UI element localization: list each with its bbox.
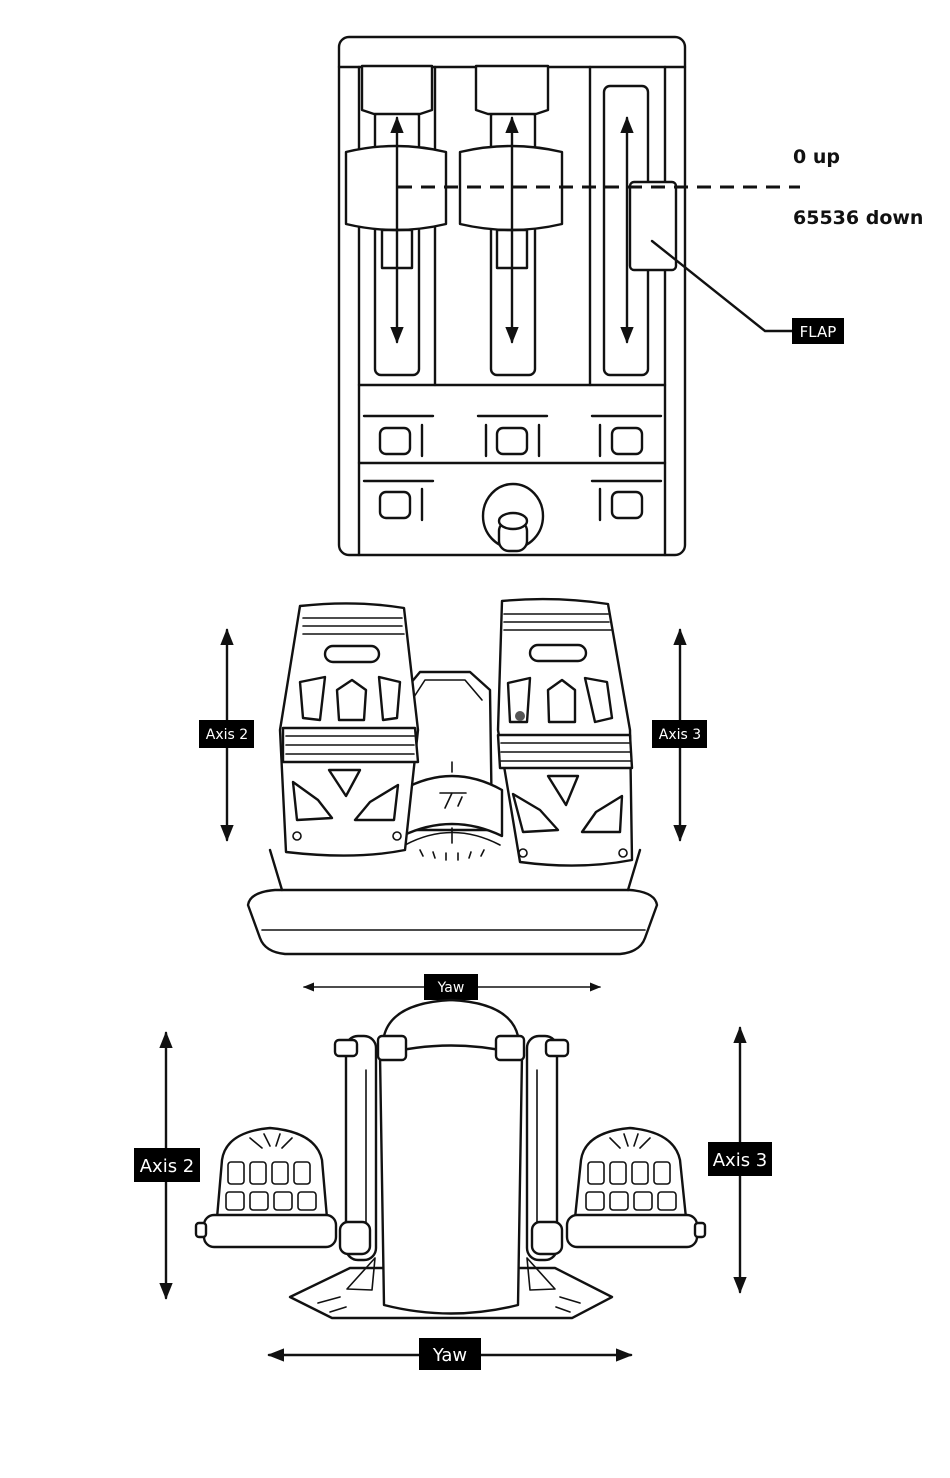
zero-up-label: 0 up — [793, 146, 840, 168]
top-yaw-label: Yaw — [432, 1345, 467, 1366]
top-axis-2-label: Axis 2 — [140, 1156, 195, 1177]
throttle-quadrant — [339, 37, 800, 555]
throttle-lever-1 — [346, 66, 446, 375]
toggle-switches-row-1 — [364, 416, 661, 456]
right-pedal — [498, 599, 632, 865]
rotary-knob — [483, 484, 543, 551]
throttle-lever-2 — [460, 66, 562, 375]
left-pedal — [280, 603, 418, 855]
max-down-label: 65536 down — [793, 207, 923, 229]
top-right-pedal — [567, 1128, 705, 1247]
top-axis-3-label: Axis 3 — [713, 1150, 768, 1171]
pedals-front-view — [227, 599, 680, 987]
front-axis-2-label: Axis 2 — [206, 727, 248, 743]
front-yaw-label: Yaw — [437, 980, 465, 996]
front-axis-3-label: Axis 3 — [659, 727, 701, 743]
flap-label: FLAP — [800, 323, 837, 341]
pedals-top-view — [166, 1000, 740, 1355]
top-left-pedal — [196, 1128, 336, 1247]
